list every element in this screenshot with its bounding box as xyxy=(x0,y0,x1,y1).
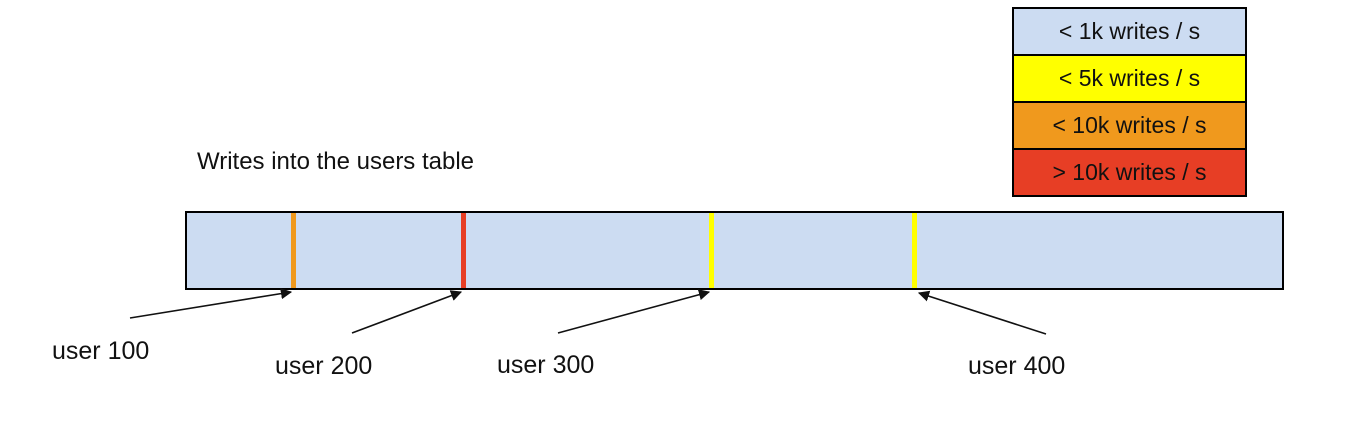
legend-item-1: < 1k writes / s xyxy=(1012,7,1247,56)
legend-item-4: > 10k writes / s xyxy=(1012,148,1247,197)
hotspot-tick-user-200 xyxy=(461,213,466,288)
hotspot-tick-user-400 xyxy=(912,213,917,288)
legend: < 1k writes / s< 5k writes / s< 10k writ… xyxy=(1012,7,1247,197)
marker-label-user-400: user 400 xyxy=(968,352,1066,380)
users-table-bar xyxy=(185,211,1284,290)
arrow-user-400 xyxy=(917,290,1047,335)
legend-item-2: < 5k writes / s xyxy=(1012,54,1247,103)
arrow-user-200 xyxy=(351,290,463,334)
hotspot-tick-user-300 xyxy=(709,213,714,288)
marker-label-user-200: user 200 xyxy=(275,352,373,380)
marker-label-user-100: user 100 xyxy=(52,337,150,365)
arrow-user-100 xyxy=(129,288,293,319)
marker-label-user-300: user 300 xyxy=(497,351,595,379)
hotspot-tick-user-100 xyxy=(291,213,296,288)
diagram-title: Writes into the users table xyxy=(197,148,475,175)
legend-item-3: < 10k writes / s xyxy=(1012,101,1247,150)
arrow-user-300 xyxy=(557,289,711,334)
